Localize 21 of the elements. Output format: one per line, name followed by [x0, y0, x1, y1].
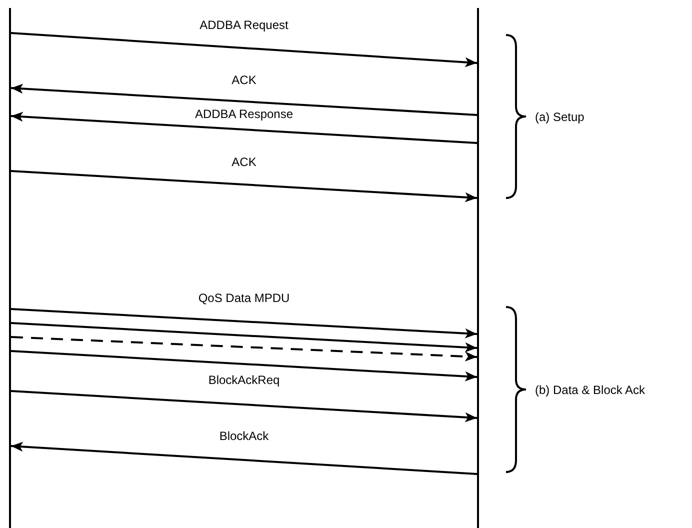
- arrow: [10, 170, 478, 202]
- phase-label: (a) Setup: [535, 110, 584, 124]
- arrow: [10, 336, 478, 362]
- edge-label: BlockAck: [217, 429, 271, 443]
- edge-label: ADDBA Response: [192, 107, 296, 121]
- lifeline: [477, 8, 479, 528]
- edge-label: ACK: [230, 155, 258, 169]
- edge-label: BlockAckReq: [206, 373, 282, 387]
- arrow: [10, 390, 478, 422]
- arrow: [10, 32, 478, 68]
- arrow: [10, 442, 478, 475]
- lifeline: [9, 8, 11, 528]
- edge-label: QoS Data MPDU: [196, 291, 292, 305]
- arrow: [10, 308, 478, 338]
- phase-label: (b) Data & Block Ack: [535, 382, 646, 396]
- arrow: [10, 112, 478, 144]
- edge-label: ADDBA Request: [198, 18, 290, 32]
- arrow: [10, 84, 478, 116]
- edge-label: ACK: [230, 73, 258, 87]
- arrow: [10, 322, 478, 352]
- arrow: [10, 350, 478, 382]
